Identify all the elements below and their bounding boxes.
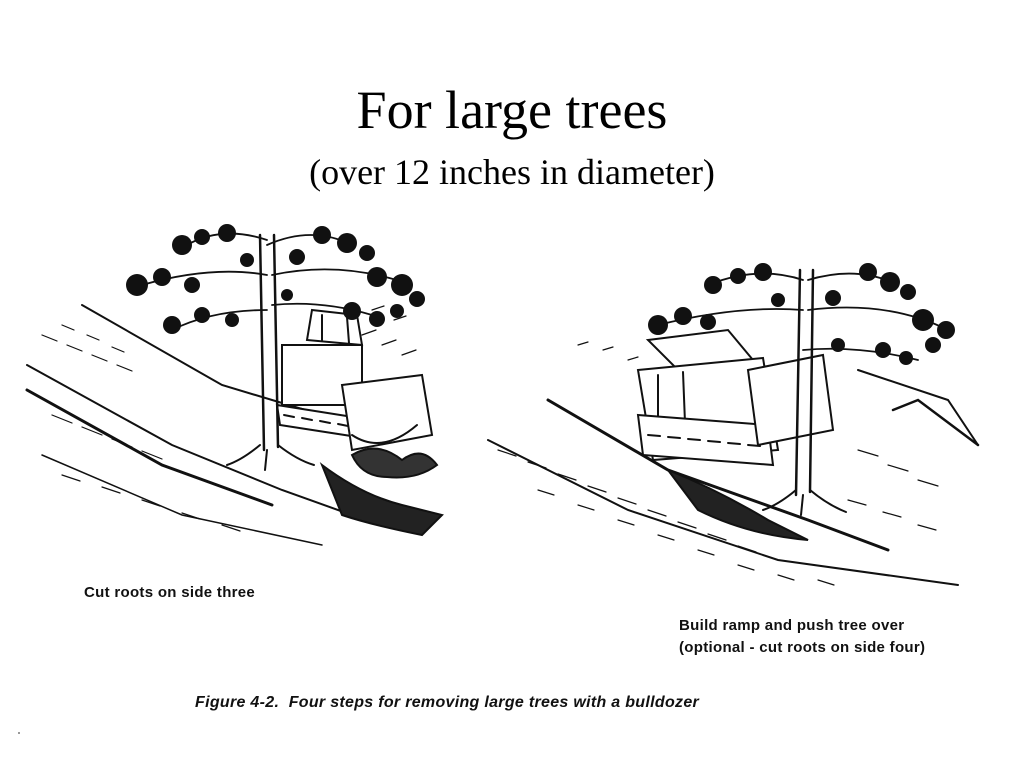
left-illustration-caption: Cut roots on side three [84, 584, 256, 601]
bulldozer-cutting-roots-illustration [25, 224, 444, 546]
slide-subtitle: (over 12 inches in diameter) [309, 152, 715, 192]
bulldozer-pushing-tree-illustration [487, 263, 980, 586]
right-illustration-caption-line2: (optional - cut roots on side four) [679, 639, 926, 656]
scan-speck [18, 732, 20, 734]
right-illustration-caption-line1: Build ramp and push tree over [679, 617, 905, 634]
figure-caption: Figure 4-2. Four steps for removing larg… [195, 694, 700, 711]
slide-title: For large trees [356, 80, 668, 140]
